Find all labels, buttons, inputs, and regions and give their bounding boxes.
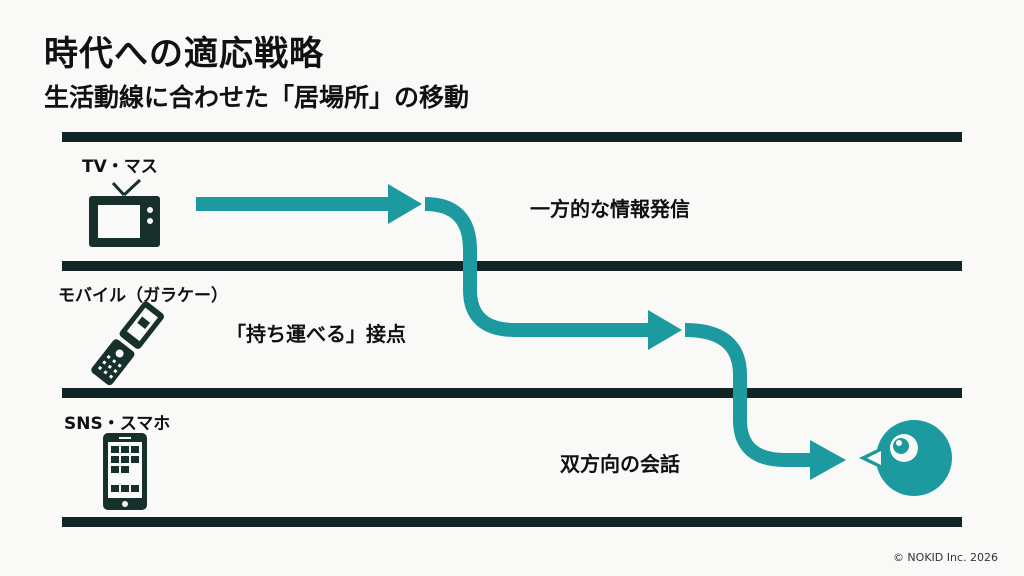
divider-line	[62, 517, 962, 527]
row-label-tv: TV・マス	[82, 157, 158, 177]
message-tv: 一方的な情報発信	[530, 197, 690, 221]
copyright: © NOKID Inc. 2026	[892, 551, 998, 564]
bird-icon	[859, 420, 952, 496]
flip-phone-icon	[91, 301, 164, 386]
row-label-sns: SNS・スマホ	[64, 414, 171, 434]
divider-line	[62, 261, 962, 271]
slide-subtitle: 生活動線に合わせた「居場所」の移動	[44, 83, 470, 112]
flow-arrow	[196, 197, 812, 467]
arrowhead	[388, 184, 422, 224]
message-mobile: 「持ち運べる」接点	[226, 322, 406, 346]
smartphone-icon	[103, 433, 147, 510]
slide-title: 時代への適応戦略	[44, 34, 324, 74]
divider-line	[62, 132, 962, 142]
arrowhead	[648, 310, 682, 350]
divider-line	[62, 388, 962, 398]
row-label-mobile: モバイル（ガラケー）	[58, 286, 228, 306]
tv-icon	[89, 178, 160, 247]
arrowhead	[810, 440, 846, 480]
message-sns: 双方向の会話	[560, 452, 680, 476]
